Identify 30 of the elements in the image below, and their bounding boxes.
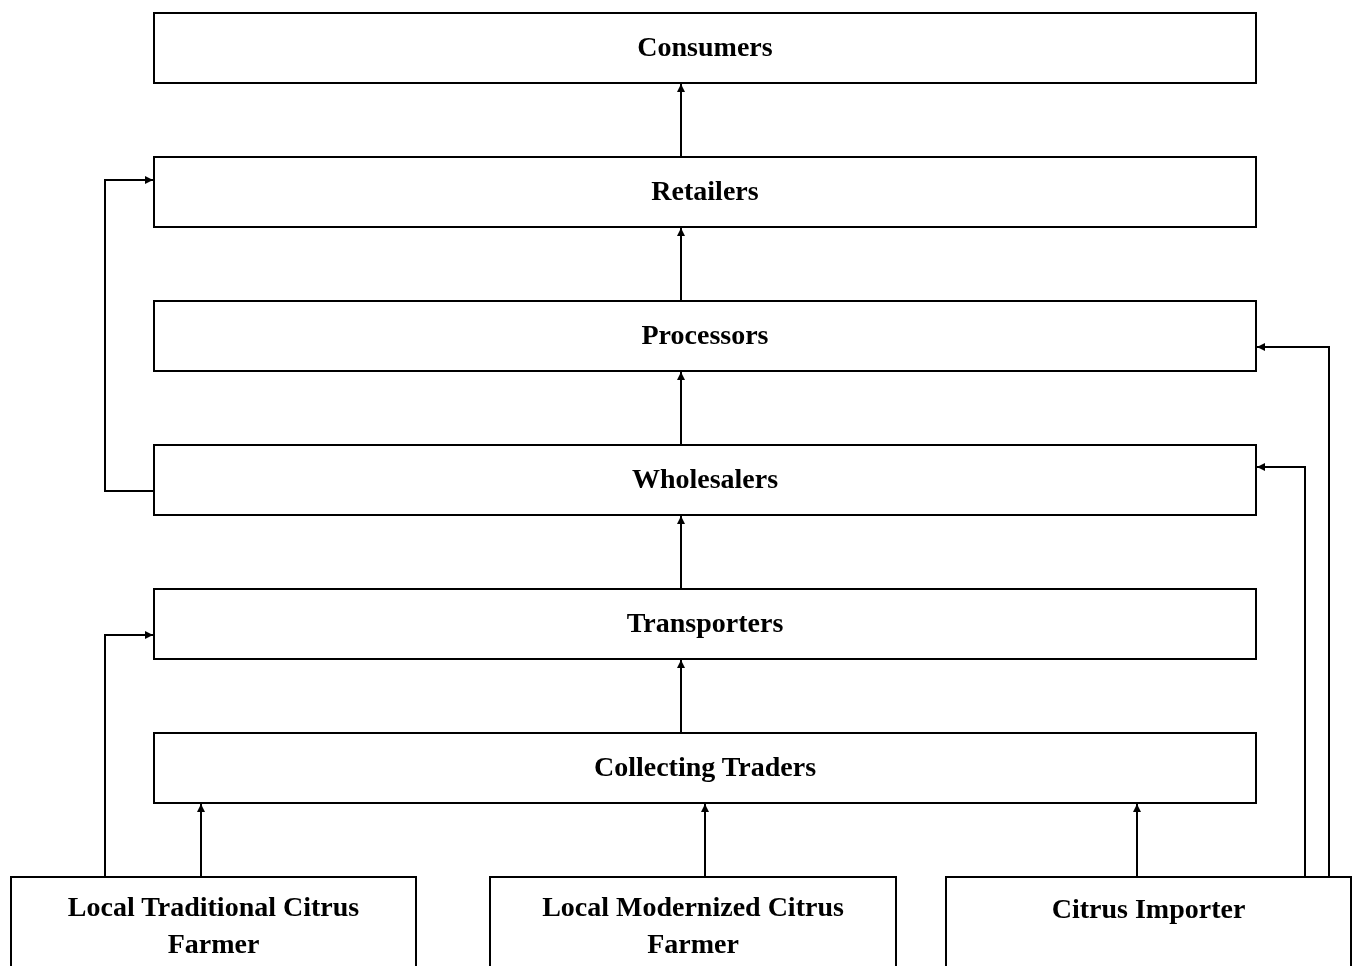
- process-box: [10, 876, 417, 966]
- arrow: [701, 803, 709, 877]
- process-box: [153, 444, 1257, 516]
- arrow: [104, 631, 154, 877]
- box-label: Local Modernized Citrus Farmer: [541, 890, 845, 961]
- arrow: [677, 371, 685, 445]
- process-box: [153, 588, 1257, 660]
- process-box: [153, 732, 1257, 804]
- box-label: Local Traditional Citrus Farmer: [66, 890, 361, 961]
- arrow: [677, 83, 685, 157]
- box-label: Collecting Traders: [592, 750, 818, 784]
- process-box: [153, 300, 1257, 372]
- process-box: [153, 156, 1257, 228]
- arrow: [677, 227, 685, 301]
- arrow: [1256, 463, 1306, 877]
- arrow: [1133, 803, 1141, 877]
- box-label: Transporters: [625, 606, 785, 640]
- box-label: Citrus Importer: [1050, 892, 1247, 926]
- process-box: [945, 876, 1352, 966]
- box-label: Consumers: [636, 30, 774, 64]
- process-box: [489, 876, 897, 966]
- box-label: Processors: [640, 318, 770, 352]
- arrow: [197, 803, 205, 877]
- arrow: [104, 176, 154, 492]
- arrow: [677, 659, 685, 733]
- arrow: [1256, 343, 1330, 877]
- arrow: [677, 515, 685, 589]
- box-label: Retailers: [650, 174, 760, 208]
- process-box: [153, 12, 1257, 84]
- box-label: Wholesalers: [630, 462, 780, 496]
